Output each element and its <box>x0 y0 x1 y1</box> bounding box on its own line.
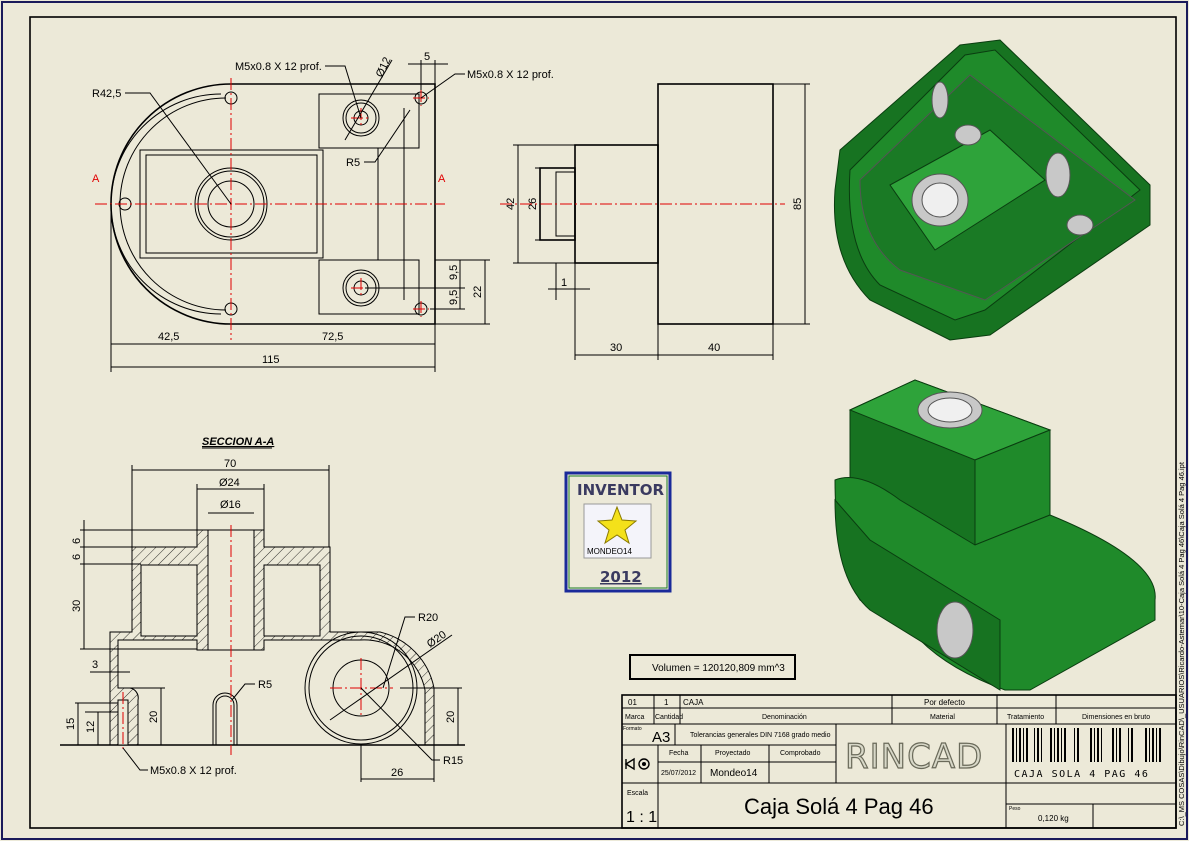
proyectado-value: Mondeo14 <box>710 768 758 779</box>
denominacion-value: CAJA <box>683 698 704 707</box>
fecha-label: Fecha <box>669 750 689 757</box>
dimensiones-header: Dimensiones en bruto <box>1082 714 1150 721</box>
section-mark-right: A <box>438 173 446 185</box>
file-path: C:\_MS COSAS\Dibujo\RinCAD\_USUARIOS\Ric… <box>1177 461 1186 826</box>
dim-9-5-b: 9,5 <box>448 290 460 305</box>
title-block: 01 1 CAJA Por defecto Marca Cantidad Den… <box>621 694 1177 829</box>
dim-d16: Ø16 <box>220 499 241 511</box>
dim-72-5: 72,5 <box>322 331 343 343</box>
peso-value: 0,120 kg <box>1038 814 1069 823</box>
dim-d24: Ø24 <box>219 477 240 489</box>
logo-middle-text: MONDEO14 <box>587 547 632 556</box>
dim-6-a: 6 <box>71 538 83 544</box>
dim-3: 3 <box>92 659 98 671</box>
dim-d20: Ø20 <box>425 629 449 651</box>
callout-thread-section: M5x0.8 X 12 prof. <box>150 765 237 777</box>
dim-12: 12 <box>85 721 97 733</box>
isometric-view-bottom <box>834 379 1156 691</box>
isometric-view-top <box>833 39 1151 341</box>
logo-top-text: INVENTOR <box>577 481 665 499</box>
dim-30-section: 30 <box>71 600 83 612</box>
formato-value: A3 <box>652 729 670 746</box>
callout-r20: R20 <box>418 612 438 624</box>
callout-r5: R5 <box>346 157 360 169</box>
callout-d12: Ø12 <box>374 55 394 79</box>
denominacion-header: Denominación <box>762 714 807 721</box>
inventor-logo: INVENTOR MONDEO14 2012 <box>564 471 672 593</box>
dim-40: 40 <box>708 342 720 354</box>
callout-thread-right: M5x0.8 X 12 prof. <box>467 69 554 81</box>
volume-box <box>629 654 796 680</box>
barcode <box>1012 728 1161 762</box>
section-view: SECCION A-A 70 Ø24 Ø16 6 6 30 3 15 12 20 <box>60 436 465 782</box>
barcode-text: CAJA SOLA 4 PAG 46 <box>1014 769 1149 780</box>
volume-text: Volumen = 120120,809 mm^3 <box>652 663 785 674</box>
drawing-frame <box>29 16 1177 829</box>
dim-20-right: 20 <box>445 711 457 723</box>
callout-r42-5: R42,5 <box>92 88 121 100</box>
dim-115: 115 <box>262 354 280 366</box>
dim-42-5: 42,5 <box>158 331 179 343</box>
escala-value: 1 : 1 <box>626 809 657 826</box>
dim-15: 15 <box>65 718 77 730</box>
marca-value: 01 <box>628 698 637 707</box>
formato-label: Formato <box>623 726 642 732</box>
cantidad-value: 1 <box>664 698 669 707</box>
marca-header: Marca <box>625 714 645 721</box>
dim-26-section: 26 <box>391 767 403 779</box>
tolerancias-text: Tolerancias generales DIN 7168 grado med… <box>690 732 831 739</box>
top-view: A A R42,5 M5x0.8 X 12 prof. M5x0.8 X 12 … <box>92 51 554 372</box>
rincad-logo: RINCAD <box>845 737 983 777</box>
callout-r15: R15 <box>443 755 463 767</box>
cantidad-header: Cantidad <box>655 714 683 721</box>
proyectado-label: Proyectado <box>715 750 751 757</box>
fecha-value: 25/07/2012 <box>661 770 696 777</box>
escala-label: Escala <box>627 790 648 797</box>
drawing-title: Caja Solá 4 Pag 46 <box>744 794 934 819</box>
tratamiento-header: Tratamiento <box>1007 714 1044 721</box>
dim-85: 85 <box>792 198 804 210</box>
material-header: Material <box>930 714 955 721</box>
dim-42: 42 <box>505 198 517 210</box>
star-icon <box>596 505 638 545</box>
dim-9-5-a: 9,5 <box>448 265 460 280</box>
dim-26: 26 <box>527 198 539 210</box>
callout-thread-top: M5x0.8 X 12 prof. <box>235 61 322 73</box>
dim-6-b: 6 <box>71 554 83 560</box>
dim-70: 70 <box>224 458 236 470</box>
logo-bottom-text: 2012 <box>600 568 642 586</box>
comprobado-label: Comprobado <box>780 750 821 757</box>
callout-r5-section: R5 <box>258 679 272 691</box>
peso-label: Peso <box>1009 806 1021 812</box>
side-view: 42 26 85 1 30 40 <box>500 83 810 360</box>
dim-5: 5 <box>424 51 430 63</box>
dim-1: 1 <box>561 277 567 289</box>
dim-30: 30 <box>610 342 622 354</box>
section-title: SECCION A-A <box>202 436 274 448</box>
dim-22: 22 <box>472 286 484 298</box>
projection-symbol-icon <box>624 757 650 771</box>
dim-20-left: 20 <box>148 711 160 723</box>
section-mark-left: A <box>92 173 100 185</box>
material-value: Por defecto <box>924 698 965 707</box>
